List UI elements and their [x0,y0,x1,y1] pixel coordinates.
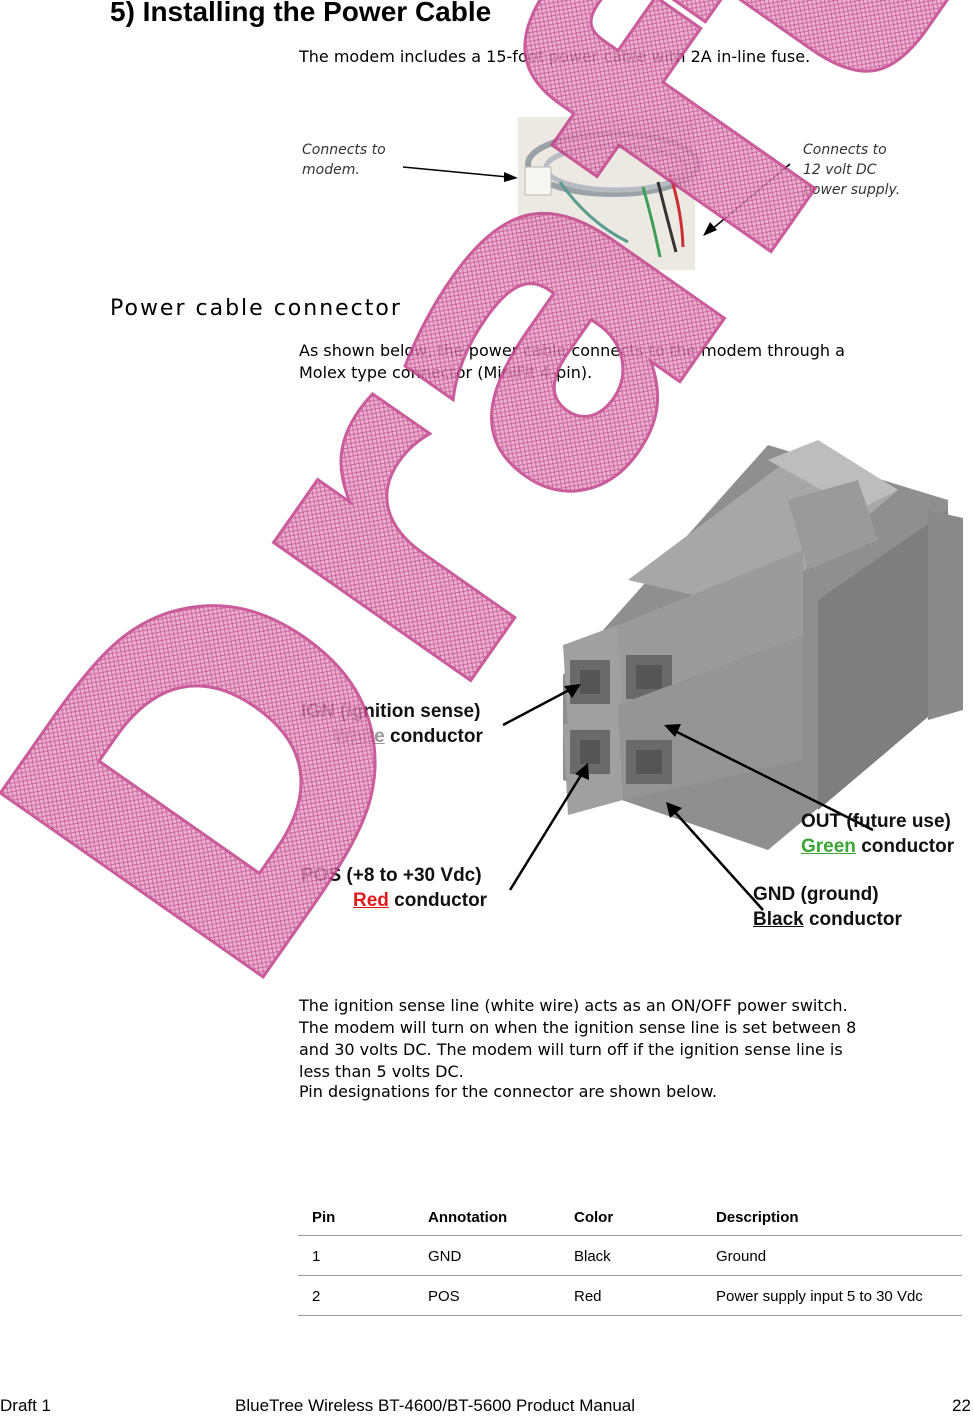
power-cable-photo [402,117,791,270]
connector-figure: IGN (ignition sense) White conductor OUT… [298,430,973,955]
gnd-color-word: Black [753,909,804,930]
cell-annotation: POS [414,1275,560,1316]
callout-connects-to-modem: Connects to modem. [302,142,386,178]
page-title: 5) Installing the Power Cable [110,0,492,27]
pos-color-word: Red [353,890,389,911]
header-annotation: Annotation [414,1200,560,1236]
power-cable-figure: Connects to modem. Connects to 12 volt D… [298,112,938,270]
cell-color: Red [560,1275,702,1316]
table-header-row: Pin Annotation Color Description [298,1200,962,1236]
section-heading: Power cable connector [110,296,402,321]
page-number: 22 [952,1396,971,1415]
out-label: OUT (future use) Green conductor [801,811,955,857]
molex-connector-drawing [502,440,963,911]
pos-label: POS (+8 to +30 Vdc) Red conductor [301,865,488,911]
header-pin: Pin [298,1200,414,1236]
header-color: Color [560,1200,702,1236]
cell-pin: 2 [298,1275,414,1316]
footer-left: Draft 1 [0,1396,52,1415]
section-intro-paragraph: As shown below, the power cable connects… [299,341,845,382]
out-color-word: Green [801,836,856,857]
cell-description: Power supply input 5 to 30 Vdc [702,1275,962,1316]
table-row: 2 POS Red Power supply input 5 to 30 Vdc [298,1275,962,1316]
gnd-label: GND (ground) Black conductor [753,884,902,930]
ign-label: IGN (ignition sense) White conductor [301,701,483,747]
cell-color: Black [560,1235,702,1276]
intro-paragraph: The modem includes a 15-foot power cable… [299,47,811,66]
table-row: 1 GND Black Ground [298,1235,962,1276]
cell-description: Ground [702,1235,962,1276]
header-description: Description [702,1200,962,1236]
cell-pin: 1 [298,1235,414,1276]
callout-connects-to-power: Connects to 12 volt DC power supply. [803,142,901,198]
pin-designation-paragraph: Pin designations for the connector are s… [299,1082,718,1101]
pin-table: Pin Annotation Color Description 1 GND B… [298,1200,962,1316]
cell-annotation: GND [414,1235,560,1276]
ign-color-word: White [333,726,385,747]
footer-title: BlueTree Wireless BT-4600/BT-5600 Produc… [235,1396,636,1415]
ignition-paragraph: The ignition sense line (white wire) act… [299,996,857,1081]
